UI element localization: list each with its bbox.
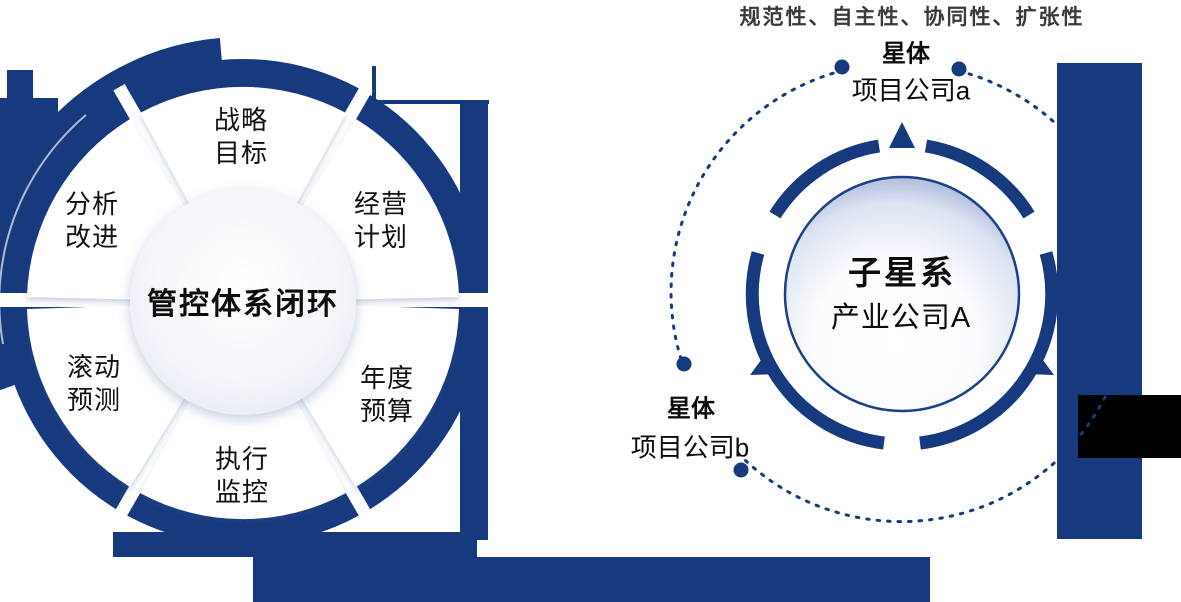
galaxy-center-sphere <box>783 175 1021 413</box>
galaxy-center-title: 子星系 <box>848 254 956 291</box>
ring-arrow-north-icon <box>889 122 915 148</box>
bottom-main-bar <box>253 557 930 602</box>
corner-block <box>7 70 33 98</box>
galaxy-ring <box>745 139 1059 450</box>
frame-thin-top-line <box>373 100 489 104</box>
sector-label-line: 预测 <box>66 385 122 415</box>
orbit-dot-icon <box>834 59 850 75</box>
orbit-dot-icon <box>676 356 692 372</box>
orbit-node-dots <box>676 59 967 478</box>
sector-label-strategy: 战略 目标 <box>214 104 268 170</box>
sector-label-annual-budget: 年度 预算 <box>360 362 414 428</box>
frame-thin-vertical-line <box>372 66 376 102</box>
wheel-center-hub <box>130 189 356 415</box>
top-caption: 规范性、自主性、协同性、扩张性 <box>739 6 1085 29</box>
sector-label-line: 执行 <box>214 444 270 474</box>
orbit-dot-icon <box>733 462 749 478</box>
orbit-dotted-circle <box>669 69 1132 524</box>
satellite-b-name: 项目公司b <box>630 432 750 463</box>
wheel-bottom-arrow-icon <box>224 519 247 533</box>
satellite-b-role: 星体 <box>667 395 715 423</box>
sector-label-line: 监控 <box>214 477 270 507</box>
galaxy-diagram <box>669 59 1132 524</box>
ring-arrow-southeast-icon <box>1025 352 1054 375</box>
wheel-center-title: 管控体系闭环 <box>147 288 339 321</box>
sector-label-line: 改进 <box>64 222 120 252</box>
wheel-swoosh-arc <box>0 38 223 391</box>
sector-label-line: 年度 <box>359 363 415 393</box>
galaxy-ring-arrows <box>750 122 1054 375</box>
sector-label-analysis: 分析 改进 <box>65 188 119 254</box>
right-edge-bar <box>1057 63 1142 539</box>
black-block <box>1078 395 1181 458</box>
satellite-a-role: 星体 <box>882 40 930 68</box>
sector-label-line: 分析 <box>64 189 120 219</box>
sector-label-line: 战略 <box>213 105 269 135</box>
management-wheel <box>0 38 491 545</box>
wheel-top-arrow-icon <box>237 61 257 77</box>
satellite-a-name: 项目公司a <box>851 75 971 106</box>
wheel-swoosh-highlight <box>0 114 87 345</box>
galaxy-center-subtitle: 产业公司A <box>830 302 972 334</box>
sector-label-line: 目标 <box>213 138 269 168</box>
ring-arrow-southwest-icon <box>750 352 779 375</box>
sector-label-line: 计划 <box>353 222 409 252</box>
sector-label-line: 经营 <box>353 189 409 219</box>
orbit-dot-icon <box>951 61 967 77</box>
sector-label-execution: 执行 监控 <box>215 443 269 509</box>
sector-label-line: 预算 <box>359 396 415 426</box>
sector-label-line: 滚动 <box>66 352 122 382</box>
wheel-spoke-slots <box>0 83 491 521</box>
sector-label-business-plan: 经营 计划 <box>354 188 408 254</box>
sector-label-rolling-forecast: 滚动 预测 <box>67 351 121 417</box>
